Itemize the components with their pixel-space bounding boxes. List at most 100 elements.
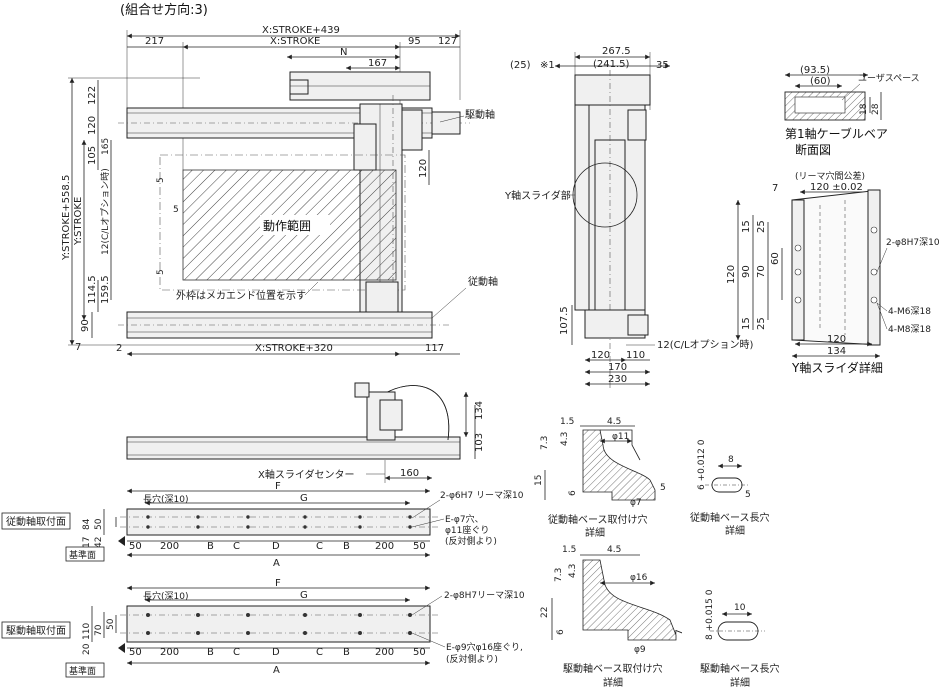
driven-dim-50: 50 <box>94 518 104 530</box>
driven-dim-b-1: 200 <box>160 541 179 552</box>
dim-120-side: 120 <box>591 350 610 361</box>
driven-hole-dim-5: 5 <box>660 483 666 493</box>
dim-127: 127 <box>438 36 457 47</box>
driven-slot-caption-2: 詳細 <box>725 524 745 537</box>
tolerance-label: (リーマ穴間公差) <box>795 170 865 182</box>
dim-120: 120 <box>87 116 98 135</box>
driven-dim-b-6: B <box>343 541 350 552</box>
drive-e-note-1: E-φ9穴φ16座ぐり, <box>446 641 523 653</box>
page-title: (組合せ方向:3) <box>120 2 208 18</box>
top-view: X:STROKE+439 X:STROKE 217 95 127 N 167 <box>61 25 498 357</box>
user-space-label: ユーザスペース <box>858 73 920 84</box>
driven-hole-dim-phi7: φ7 <box>630 498 642 508</box>
dim-117: 117 <box>425 343 444 354</box>
dim-x-stroke-320: X:STROKE+320 <box>255 343 333 354</box>
driven-slot-detail: 8 6 +0.012 0 5 従動軸ベース長穴 詳細 <box>690 439 770 537</box>
drive-dim-b-8: 50 <box>413 647 426 658</box>
drive-dim-G: G <box>300 590 308 601</box>
drive-pin-note: 2-φ8H7リーマ深10 <box>444 590 525 601</box>
y-slider-label: Y軸スライダ部 <box>504 189 571 202</box>
driven-axis-label: 従動軸 <box>468 275 498 288</box>
driven-dim-b-4: D <box>272 541 280 552</box>
drive-hole-dim-phi9: φ9 <box>634 645 646 655</box>
dim-28: 28 <box>871 103 881 115</box>
dim-120-y-left: 120 <box>726 265 737 284</box>
dim-120-tol: 120 ±0.02 <box>810 182 863 193</box>
drive-dim-50: 50 <box>106 618 116 630</box>
drive-axis-label: 駆動軸 <box>465 108 495 121</box>
dim-167: 167 <box>368 58 387 69</box>
dim-60-y: 60 <box>770 252 781 265</box>
drive-dim-A: A <box>273 665 280 676</box>
drive-dim-b-6: B <box>343 647 350 658</box>
driven-e-note-3: (反対側より) <box>445 535 497 547</box>
drive-dim-b-0: 50 <box>129 647 142 658</box>
dim-170-side: 170 <box>608 362 627 373</box>
driven-hole-caption-1: 従動軸ベース取付け穴 <box>548 513 648 526</box>
drive-hole-detail: 1.5 4.5 φ16 7.3 4.3 22 6 φ9 7 駆動軸ベース取付け穴… <box>540 545 685 689</box>
x-slider-center-label: X軸スライダセンター <box>258 468 354 481</box>
dim-110-side: 110 <box>626 350 645 361</box>
driven-e-note-1: E-φ7穴、 <box>445 513 484 525</box>
driven-dim-84: 84 <box>82 518 92 530</box>
cable-bearer-caption-1: 第1軸ケーブルベア <box>785 126 888 141</box>
driven-hole-caption-2: 詳細 <box>585 526 605 539</box>
driven-dim-b-2: B <box>207 541 214 552</box>
drive-dim-20: 20 <box>82 643 92 655</box>
drive-hole-dim-1-5: 1.5 <box>562 545 576 555</box>
y-slider-caption: Y軸スライダ詳細 <box>791 360 883 375</box>
drive-hole-caption-1: 駆動軸ベース取付け穴 <box>563 662 663 675</box>
dim-134-y: 134 <box>827 346 846 357</box>
cable-bearer-caption-2: 断面図 <box>795 142 831 157</box>
driven-slot-label: 長穴(深10) <box>143 493 188 505</box>
dim-267-5: 267.5 <box>602 46 631 57</box>
driven-mount-view: 従動軸取付面 F G 長穴(深10) 2-φ6H7 リーマ深10 E-φ7穴、 … <box>1 481 524 569</box>
dim-15-bottom: 15 <box>741 317 752 330</box>
dim-2: 2 <box>116 343 122 354</box>
drive-mount-side-label: 駆動軸取付面 <box>6 624 66 637</box>
drive-slot-dim-10: 10 <box>734 603 746 613</box>
driven-dim-F: F <box>275 481 281 492</box>
drive-slot-label: 長穴(深10) <box>143 590 188 602</box>
drive-dim-b-4: D <box>272 647 280 658</box>
m6-hole-label: 4-M6深18 <box>888 306 931 317</box>
drive-hole-dim-7: 7 <box>675 629 685 635</box>
driven-hole-dim-4-3: 4.3 <box>560 432 570 446</box>
dim-60: (60) <box>810 76 831 87</box>
drive-dim-b-3: C <box>233 647 240 658</box>
front-view: 134 103 160 X軸スライダセンター <box>126 382 485 483</box>
dim-107-5: 107.5 <box>559 306 570 335</box>
dim-x-stroke-439: X:STROKE+439 <box>262 25 340 36</box>
side-view: (25) ※1 267.5 (241.5) 35 Y軸スライダ部 107.5 1… <box>504 46 754 390</box>
dim-5-b: 5 <box>173 205 179 215</box>
drive-dim-b-7: 200 <box>375 647 394 658</box>
driven-slot-dim-8: 8 <box>728 455 734 465</box>
driven-slot-caption-1: 従動軸ベース長穴 <box>690 511 770 524</box>
driven-dim-b-8: 50 <box>413 541 426 552</box>
dim-25-top: 25 <box>756 220 767 233</box>
dim-241-5: (241.5) <box>593 59 630 70</box>
driven-slot-dim-5: 5 <box>745 490 751 500</box>
drive-mount-view: 駆動軸取付面 F G 長穴(深10) 2-φ8H7リーマ深10 E-φ9穴φ16… <box>1 578 525 678</box>
dim-y-stroke: Y:STROKE <box>73 197 84 246</box>
drive-dim-70: 70 <box>94 624 104 636</box>
driven-dim-b-0: 50 <box>129 541 142 552</box>
dim-120-y-bottom: 120 <box>827 334 846 345</box>
dim-70-y: 70 <box>756 265 767 278</box>
driven-slot-dim-6: 6 +0.012 0 <box>697 439 707 490</box>
drive-slot-caption-2: 詳細 <box>730 676 750 689</box>
dim-103-front: 103 <box>474 433 485 452</box>
outer-frame-note: 外枠はメカエンド位置を示す <box>176 289 306 302</box>
dim-105: 105 <box>87 146 98 165</box>
driven-mount-side-label: 従動軸取付面 <box>6 515 66 528</box>
drive-hole-dim-7-3: 7.3 <box>554 568 564 582</box>
drive-base-label: 基準面 <box>69 665 96 677</box>
driven-hole-dim-4-5: 4.5 <box>607 417 621 427</box>
dim-18: 18 <box>859 103 869 115</box>
dim-114-5: 114.5 <box>87 275 98 304</box>
dim-25: (25) <box>510 60 531 71</box>
dim-7: 7 <box>75 342 81 353</box>
motion-range-label: 動作範囲 <box>263 218 311 233</box>
dim-x-stroke: X:STROKE <box>270 36 320 47</box>
note-1: ※1 <box>540 60 555 71</box>
